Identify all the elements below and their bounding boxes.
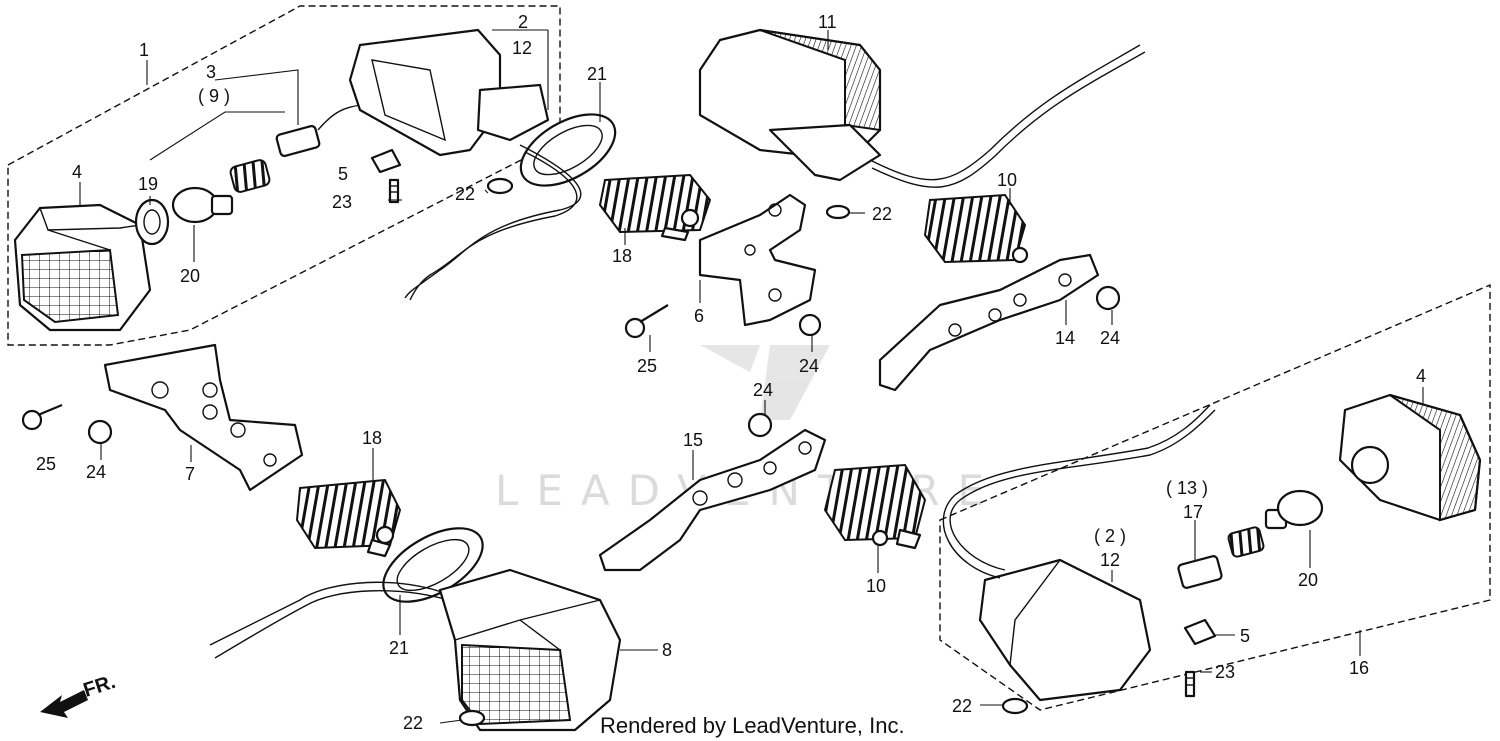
callout-24: 24 bbox=[799, 356, 819, 376]
callout-17: 17 bbox=[1183, 502, 1203, 522]
socket-ring-19 bbox=[134, 198, 170, 246]
winker-housing-11 bbox=[698, 28, 882, 182]
nut-24-upper-right bbox=[1095, 285, 1121, 311]
stay-14 bbox=[878, 253, 1100, 392]
washer-22-lower-left bbox=[458, 709, 486, 727]
callouts: 1 2 12 3 ( 9 ) 4 19 20 5 23 21 22 11 18 … bbox=[36, 12, 1426, 733]
callout-2: 2 bbox=[518, 12, 528, 32]
socket-17 bbox=[1177, 526, 1265, 589]
callout-6: 6 bbox=[694, 306, 704, 326]
socket-3 bbox=[229, 104, 361, 193]
callout-16: 16 bbox=[1349, 658, 1369, 678]
callout-9: ( 9 ) bbox=[198, 86, 230, 106]
nut-24-lower-center bbox=[747, 412, 773, 438]
callout-22: 22 bbox=[872, 204, 892, 224]
winker-lens-upper bbox=[13, 203, 152, 332]
screw-23-upper bbox=[388, 178, 400, 204]
callout-10: 10 bbox=[997, 170, 1017, 190]
front-direction-arrow: FR. bbox=[40, 671, 118, 718]
bulb-20-lower bbox=[1264, 489, 1324, 530]
callout-24: 24 bbox=[86, 462, 106, 482]
washer-22-upper-right bbox=[825, 204, 851, 220]
wire-upper-left bbox=[404, 144, 582, 299]
bulb-20-upper bbox=[171, 186, 234, 224]
callout-25: 25 bbox=[637, 356, 657, 376]
callout-23: 23 bbox=[1215, 662, 1235, 682]
callout-4: 4 bbox=[72, 162, 82, 182]
clip-nut-5-lower bbox=[1183, 618, 1217, 646]
relay-18-lower bbox=[295, 478, 402, 558]
callout-21: 21 bbox=[587, 64, 607, 84]
winker-housing-upper bbox=[348, 28, 550, 157]
callout-1: 1 bbox=[139, 40, 149, 60]
callout-22: 22 bbox=[455, 184, 475, 204]
callout-11: 11 bbox=[818, 12, 837, 32]
callout-7: 7 bbox=[185, 464, 195, 484]
bolt-25-upper bbox=[624, 304, 669, 339]
bracket-7 bbox=[103, 343, 304, 492]
callout-2: ( 2 ) bbox=[1094, 526, 1126, 546]
callout-4: 4 bbox=[1416, 366, 1426, 386]
callout-14: 14 bbox=[1055, 328, 1075, 348]
callout-22: 22 bbox=[403, 713, 423, 733]
callout-18: 18 bbox=[612, 246, 632, 266]
callout-3: 3 bbox=[206, 62, 216, 82]
bracket-6 bbox=[698, 193, 817, 327]
callout-10: 10 bbox=[866, 576, 886, 596]
callout-25: 25 bbox=[36, 454, 56, 474]
callout-15: 15 bbox=[683, 430, 703, 450]
callout-5: 5 bbox=[1240, 626, 1250, 646]
callout-8: 8 bbox=[662, 640, 672, 660]
callout-18: 18 bbox=[362, 428, 382, 448]
callout-19: 19 bbox=[138, 174, 158, 194]
clip-nut-5-upper bbox=[370, 148, 402, 174]
screw-23-lower bbox=[1184, 670, 1196, 698]
callout-20: 20 bbox=[180, 266, 200, 286]
stay-15 bbox=[598, 428, 827, 572]
relay-10-upper bbox=[923, 193, 1029, 264]
callout-12: 12 bbox=[512, 38, 532, 58]
callout-5: 5 bbox=[338, 164, 348, 184]
callout-24: 24 bbox=[1100, 328, 1120, 348]
callout-23: 23 bbox=[332, 192, 352, 212]
wire-lower-left bbox=[209, 581, 451, 646]
wire-lower-right bbox=[949, 409, 1216, 571]
nut-24-lower-left bbox=[87, 419, 113, 445]
callout-22: 22 bbox=[952, 696, 972, 716]
wire-11 bbox=[869, 44, 1141, 181]
relay-18-upper bbox=[598, 173, 712, 242]
nut-24-upper-center bbox=[798, 313, 822, 337]
relay-10-lower bbox=[823, 463, 927, 550]
winker-lens-lower bbox=[1338, 393, 1482, 522]
direction-label: FR. bbox=[81, 671, 118, 702]
callout-24: 24 bbox=[753, 380, 773, 400]
winker-housing-lower bbox=[978, 558, 1152, 702]
leader-lines bbox=[79, 29, 1424, 724]
winker-assembly-8 bbox=[438, 568, 622, 732]
callout-13: ( 13 ) bbox=[1166, 478, 1208, 498]
kit-outline-lower bbox=[939, 283, 1491, 711]
washer-22-lower-right bbox=[1001, 697, 1029, 715]
bolt-25-lower bbox=[21, 403, 63, 431]
kit-outline-upper bbox=[7, 5, 561, 346]
callout-21: 21 bbox=[389, 638, 409, 658]
footer-credit: Rendered by LeadVenture, Inc. bbox=[600, 713, 905, 738]
washer-22-upper bbox=[486, 177, 514, 195]
rubber-gasket-21-upper bbox=[519, 113, 617, 187]
callout-20: 20 bbox=[1298, 570, 1318, 590]
callout-12: 12 bbox=[1100, 550, 1120, 570]
